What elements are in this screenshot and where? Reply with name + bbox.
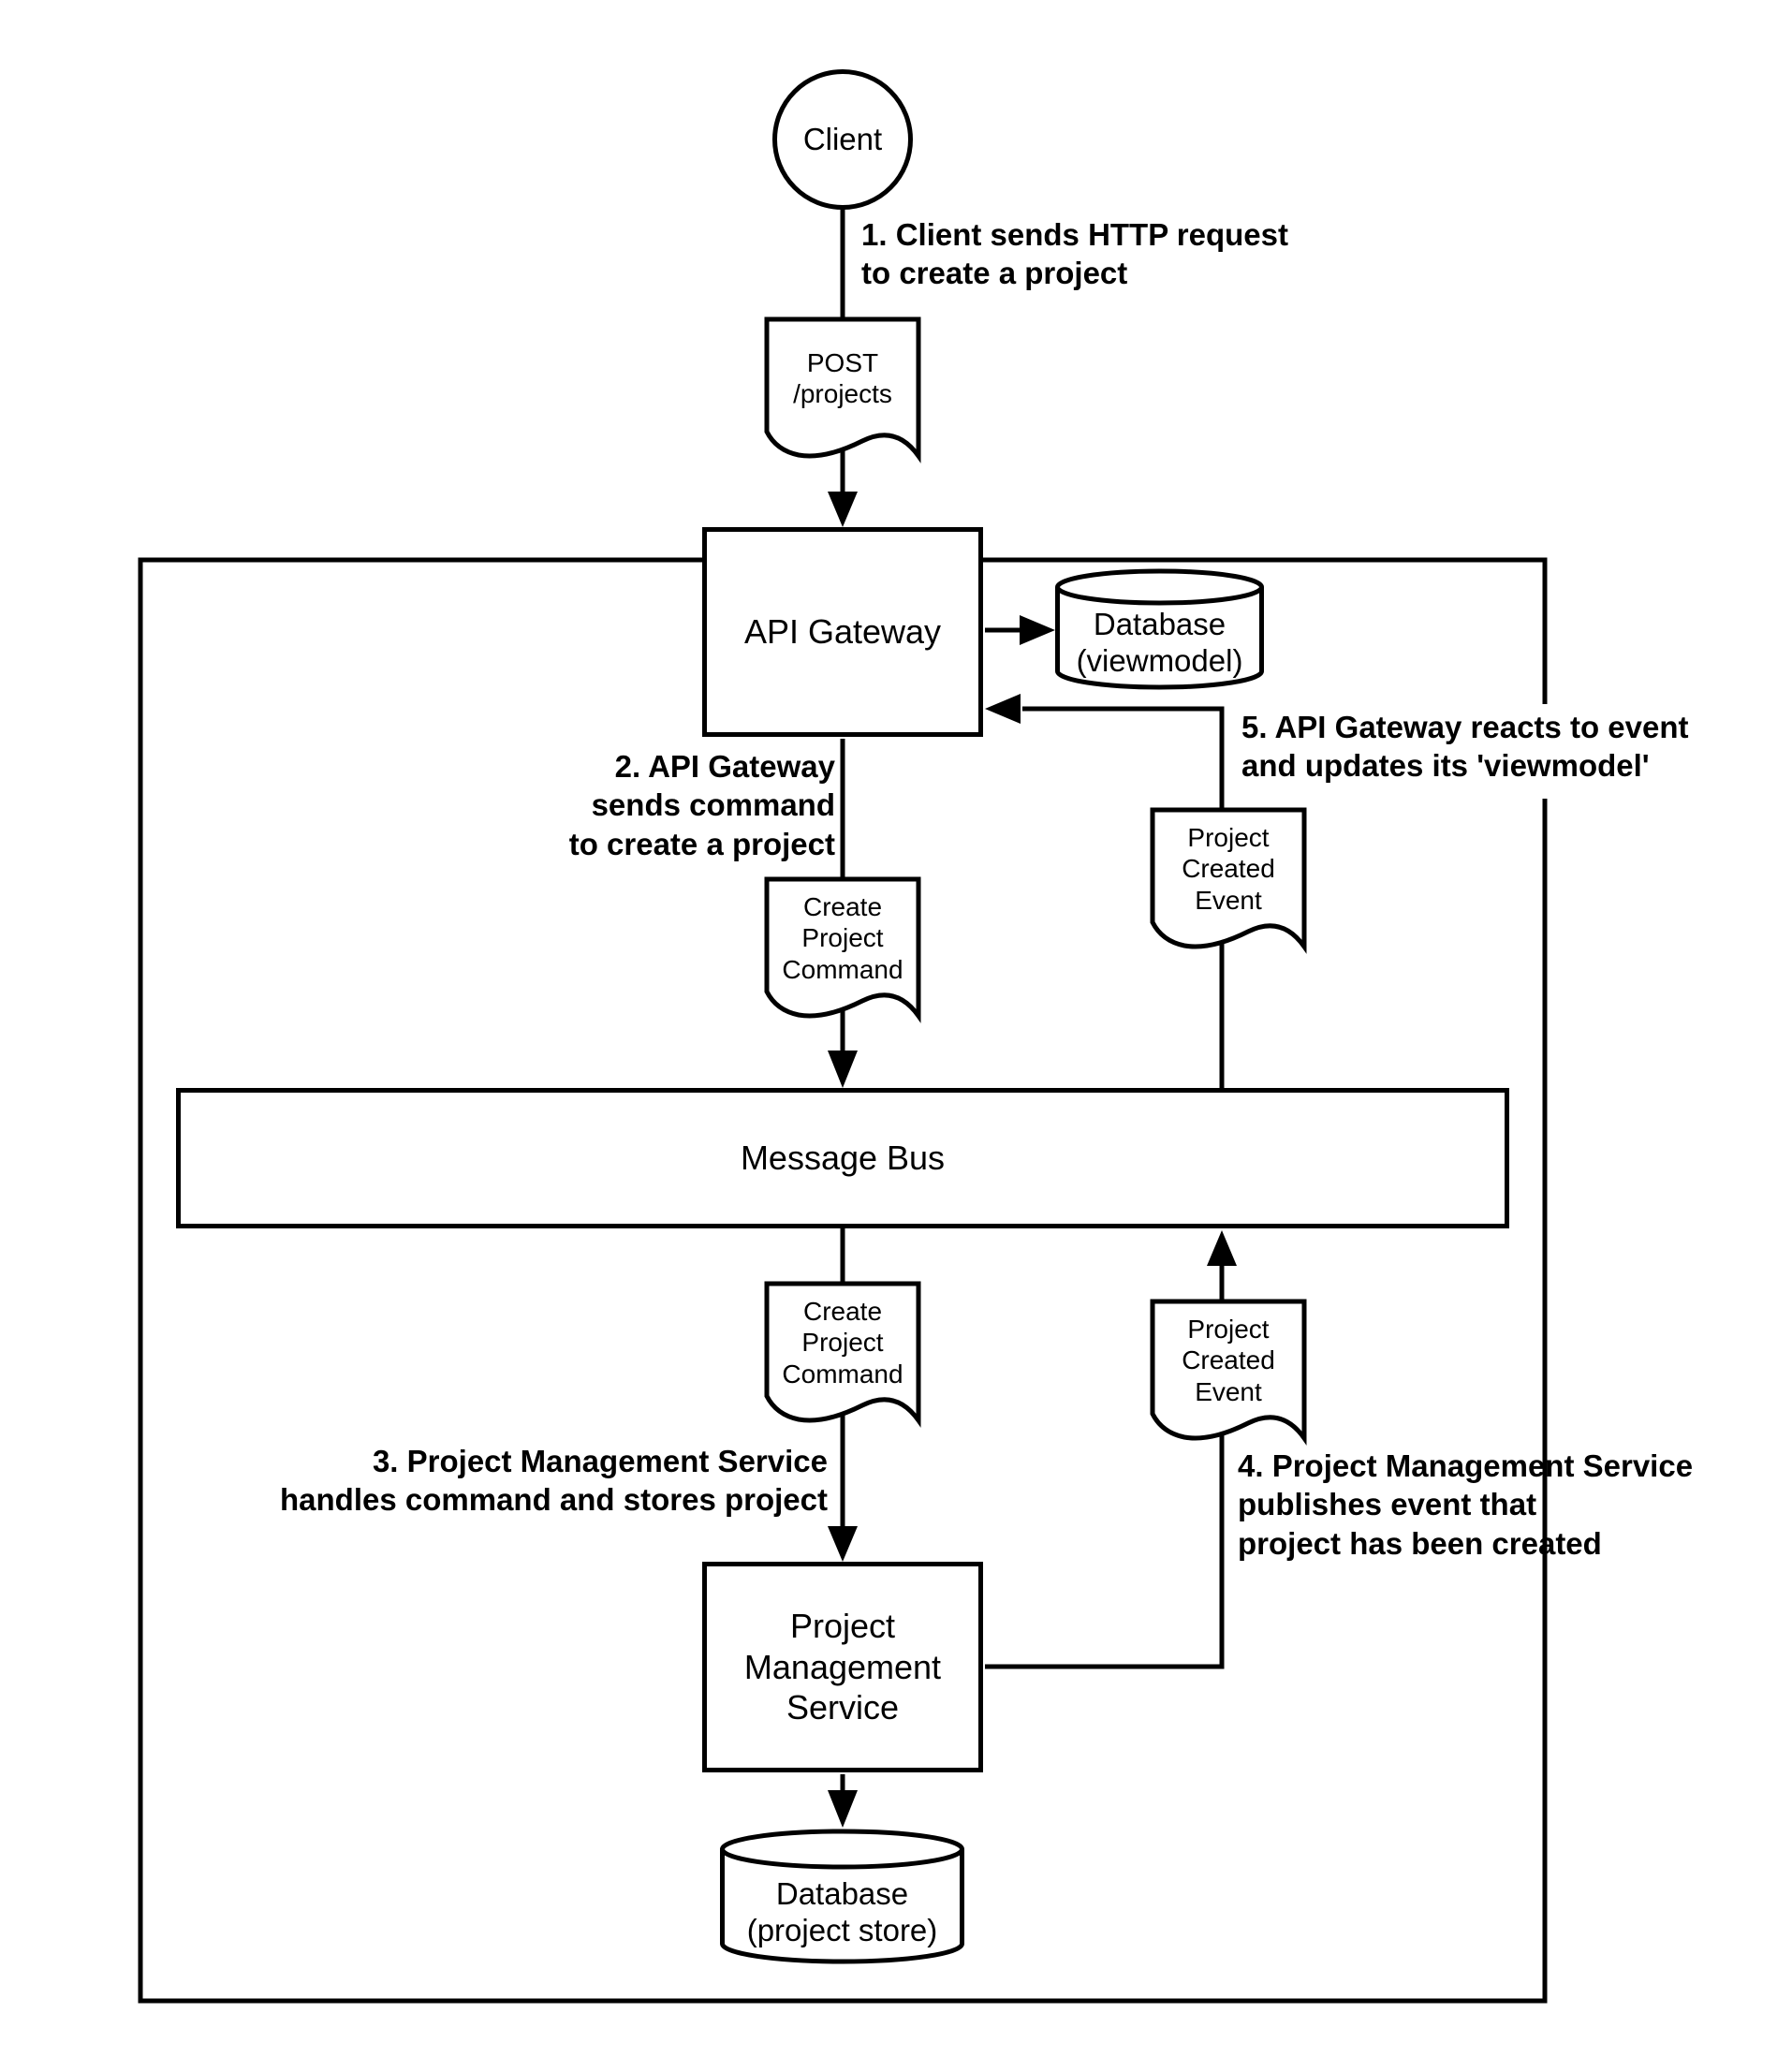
api-gateway-node: API Gateway (702, 527, 983, 737)
create-project-command-lower-document: Create Project Command (763, 1280, 922, 1428)
cylinder-shape (720, 1829, 964, 1964)
document-shape (1150, 1299, 1307, 1446)
post-request-document: POST /projects (763, 316, 922, 463)
create-project-command-lower-label: Create Project Command (782, 1297, 903, 1389)
document-shape (764, 316, 921, 463)
database-project-store-label: Database (project store) (746, 1876, 938, 1947)
edge-pms-eventlower (985, 1434, 1225, 1669)
annotation-step5: 5. API Gateway reacts to event and updat… (1238, 704, 1698, 799)
arrowhead-into-pms (828, 1526, 858, 1562)
api-gateway-label: API Gateway (743, 612, 942, 652)
create-project-command-upper-document: Create Project Command (763, 875, 922, 1023)
arrowhead-into-dbstore (828, 1790, 858, 1828)
edge-eventupper-apigateway (1022, 706, 1225, 808)
annotation-step2: 2. API Gateway sends command to create a… (568, 749, 835, 861)
project-management-service-label: Project Management Service (743, 1606, 942, 1727)
cylinder-shape (1055, 568, 1264, 690)
client-node: Client (772, 69, 913, 210)
document-shape (1150, 807, 1307, 954)
document-shape (764, 876, 921, 1023)
arrowhead-into-bus-left (828, 1051, 858, 1088)
arrowhead-event-into-apigateway (985, 694, 1021, 724)
project-created-event-lower-label: Project Created Event (1182, 1315, 1275, 1406)
database-project-store-node: Database (project store) (718, 1826, 966, 1971)
annotation-step1: 1. Client sends HTTP request to create a… (861, 217, 1289, 291)
arrowhead-event-into-bus (1207, 1230, 1237, 1266)
document-shape (764, 1281, 921, 1428)
project-created-event-upper-label: Project Created Event (1182, 823, 1275, 915)
annotation-step4: 4. Project Management Service publishes … (1238, 1448, 1694, 1561)
create-project-command-upper-label: Create Project Command (782, 892, 903, 984)
client-label: Client (802, 121, 883, 156)
database-viewmodel-label: Database (viewmodel) (1076, 607, 1243, 678)
project-management-service-node: Project Management Service (702, 1562, 983, 1772)
arrowhead-into-apigateway (828, 492, 858, 527)
database-viewmodel-node: Database (viewmodel) (1053, 566, 1266, 698)
arrowhead-into-dbviewmodel (1020, 615, 1055, 645)
project-created-event-lower-document: Project Created Event (1149, 1298, 1308, 1446)
project-created-event-upper-document: Project Created Event (1149, 806, 1308, 954)
message-bus-node: Message Bus (176, 1088, 1509, 1228)
post-request-label: POST /projects (793, 347, 892, 408)
annotation-step3: 3. Project Management Service handles co… (280, 1444, 828, 1518)
message-bus-label: Message Bus (740, 1139, 946, 1178)
